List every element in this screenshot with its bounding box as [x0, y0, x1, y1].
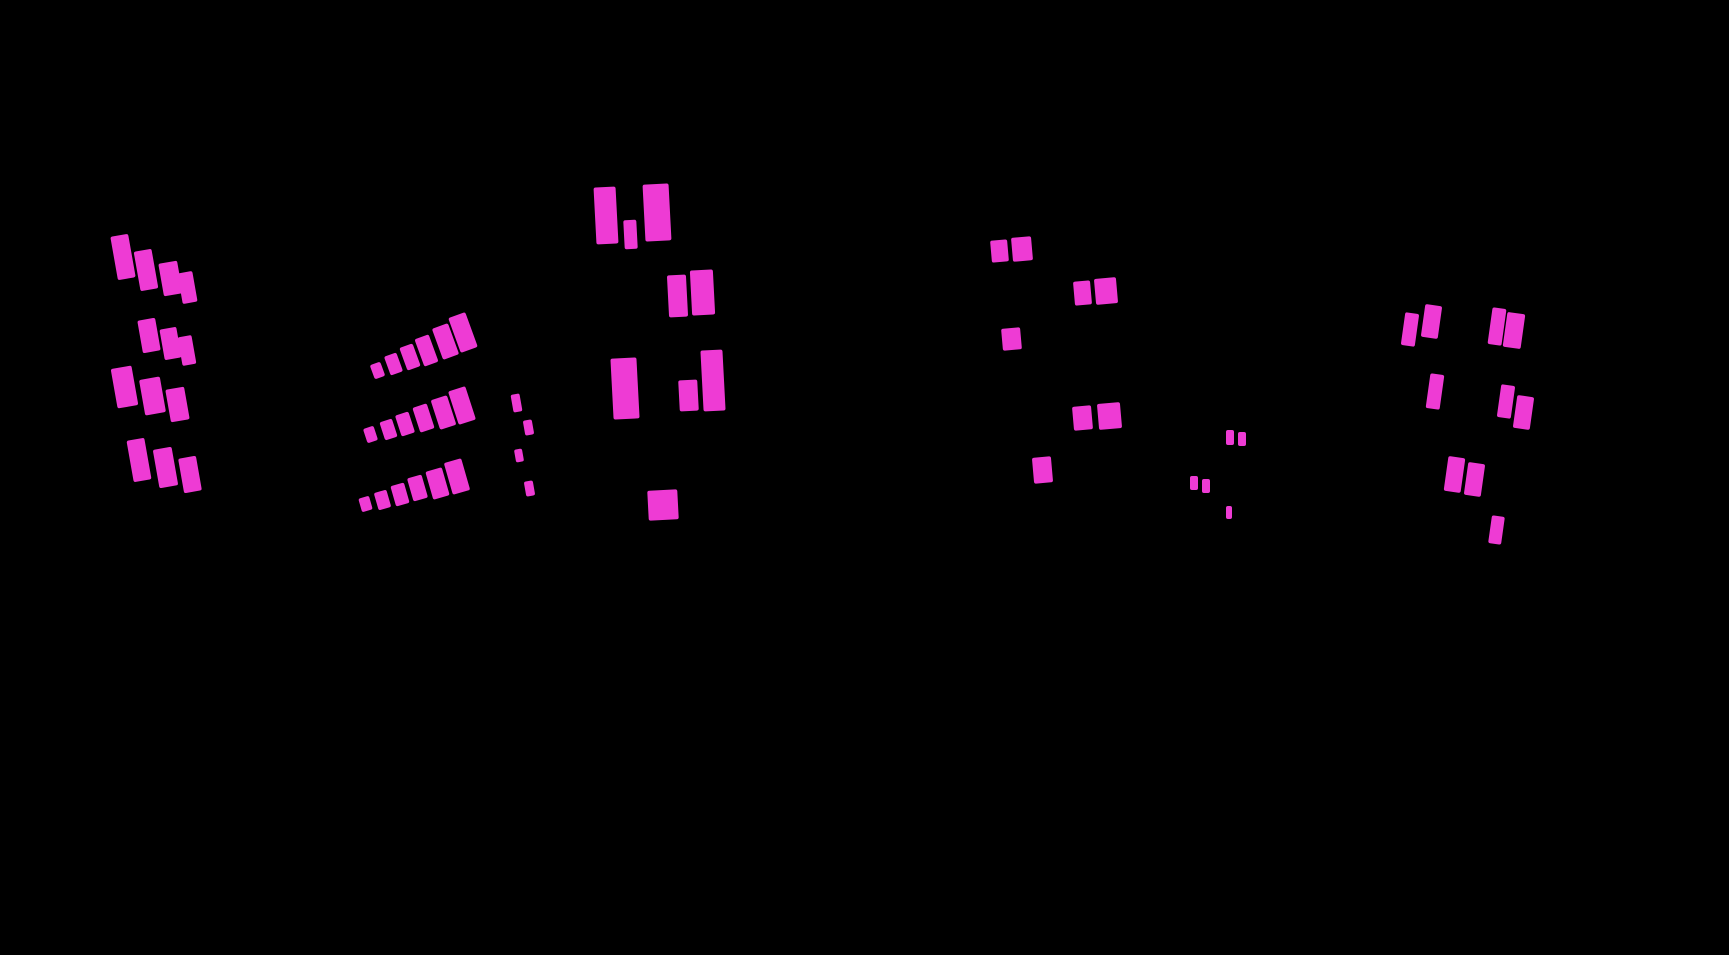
lit-window	[1202, 479, 1210, 493]
lit-window	[1190, 476, 1198, 490]
lit-window	[1488, 515, 1505, 545]
lit-window	[1226, 506, 1232, 519]
lit-window	[1512, 394, 1535, 431]
lit-window	[1502, 311, 1526, 350]
lit-window	[1400, 312, 1420, 347]
lit-window	[1425, 373, 1445, 410]
lit-window	[1226, 430, 1234, 445]
lit-window	[1496, 384, 1516, 419]
lit-window	[1463, 461, 1486, 498]
lit-window	[1238, 432, 1246, 446]
lit-window	[1420, 303, 1443, 340]
lit-window	[1443, 455, 1466, 494]
